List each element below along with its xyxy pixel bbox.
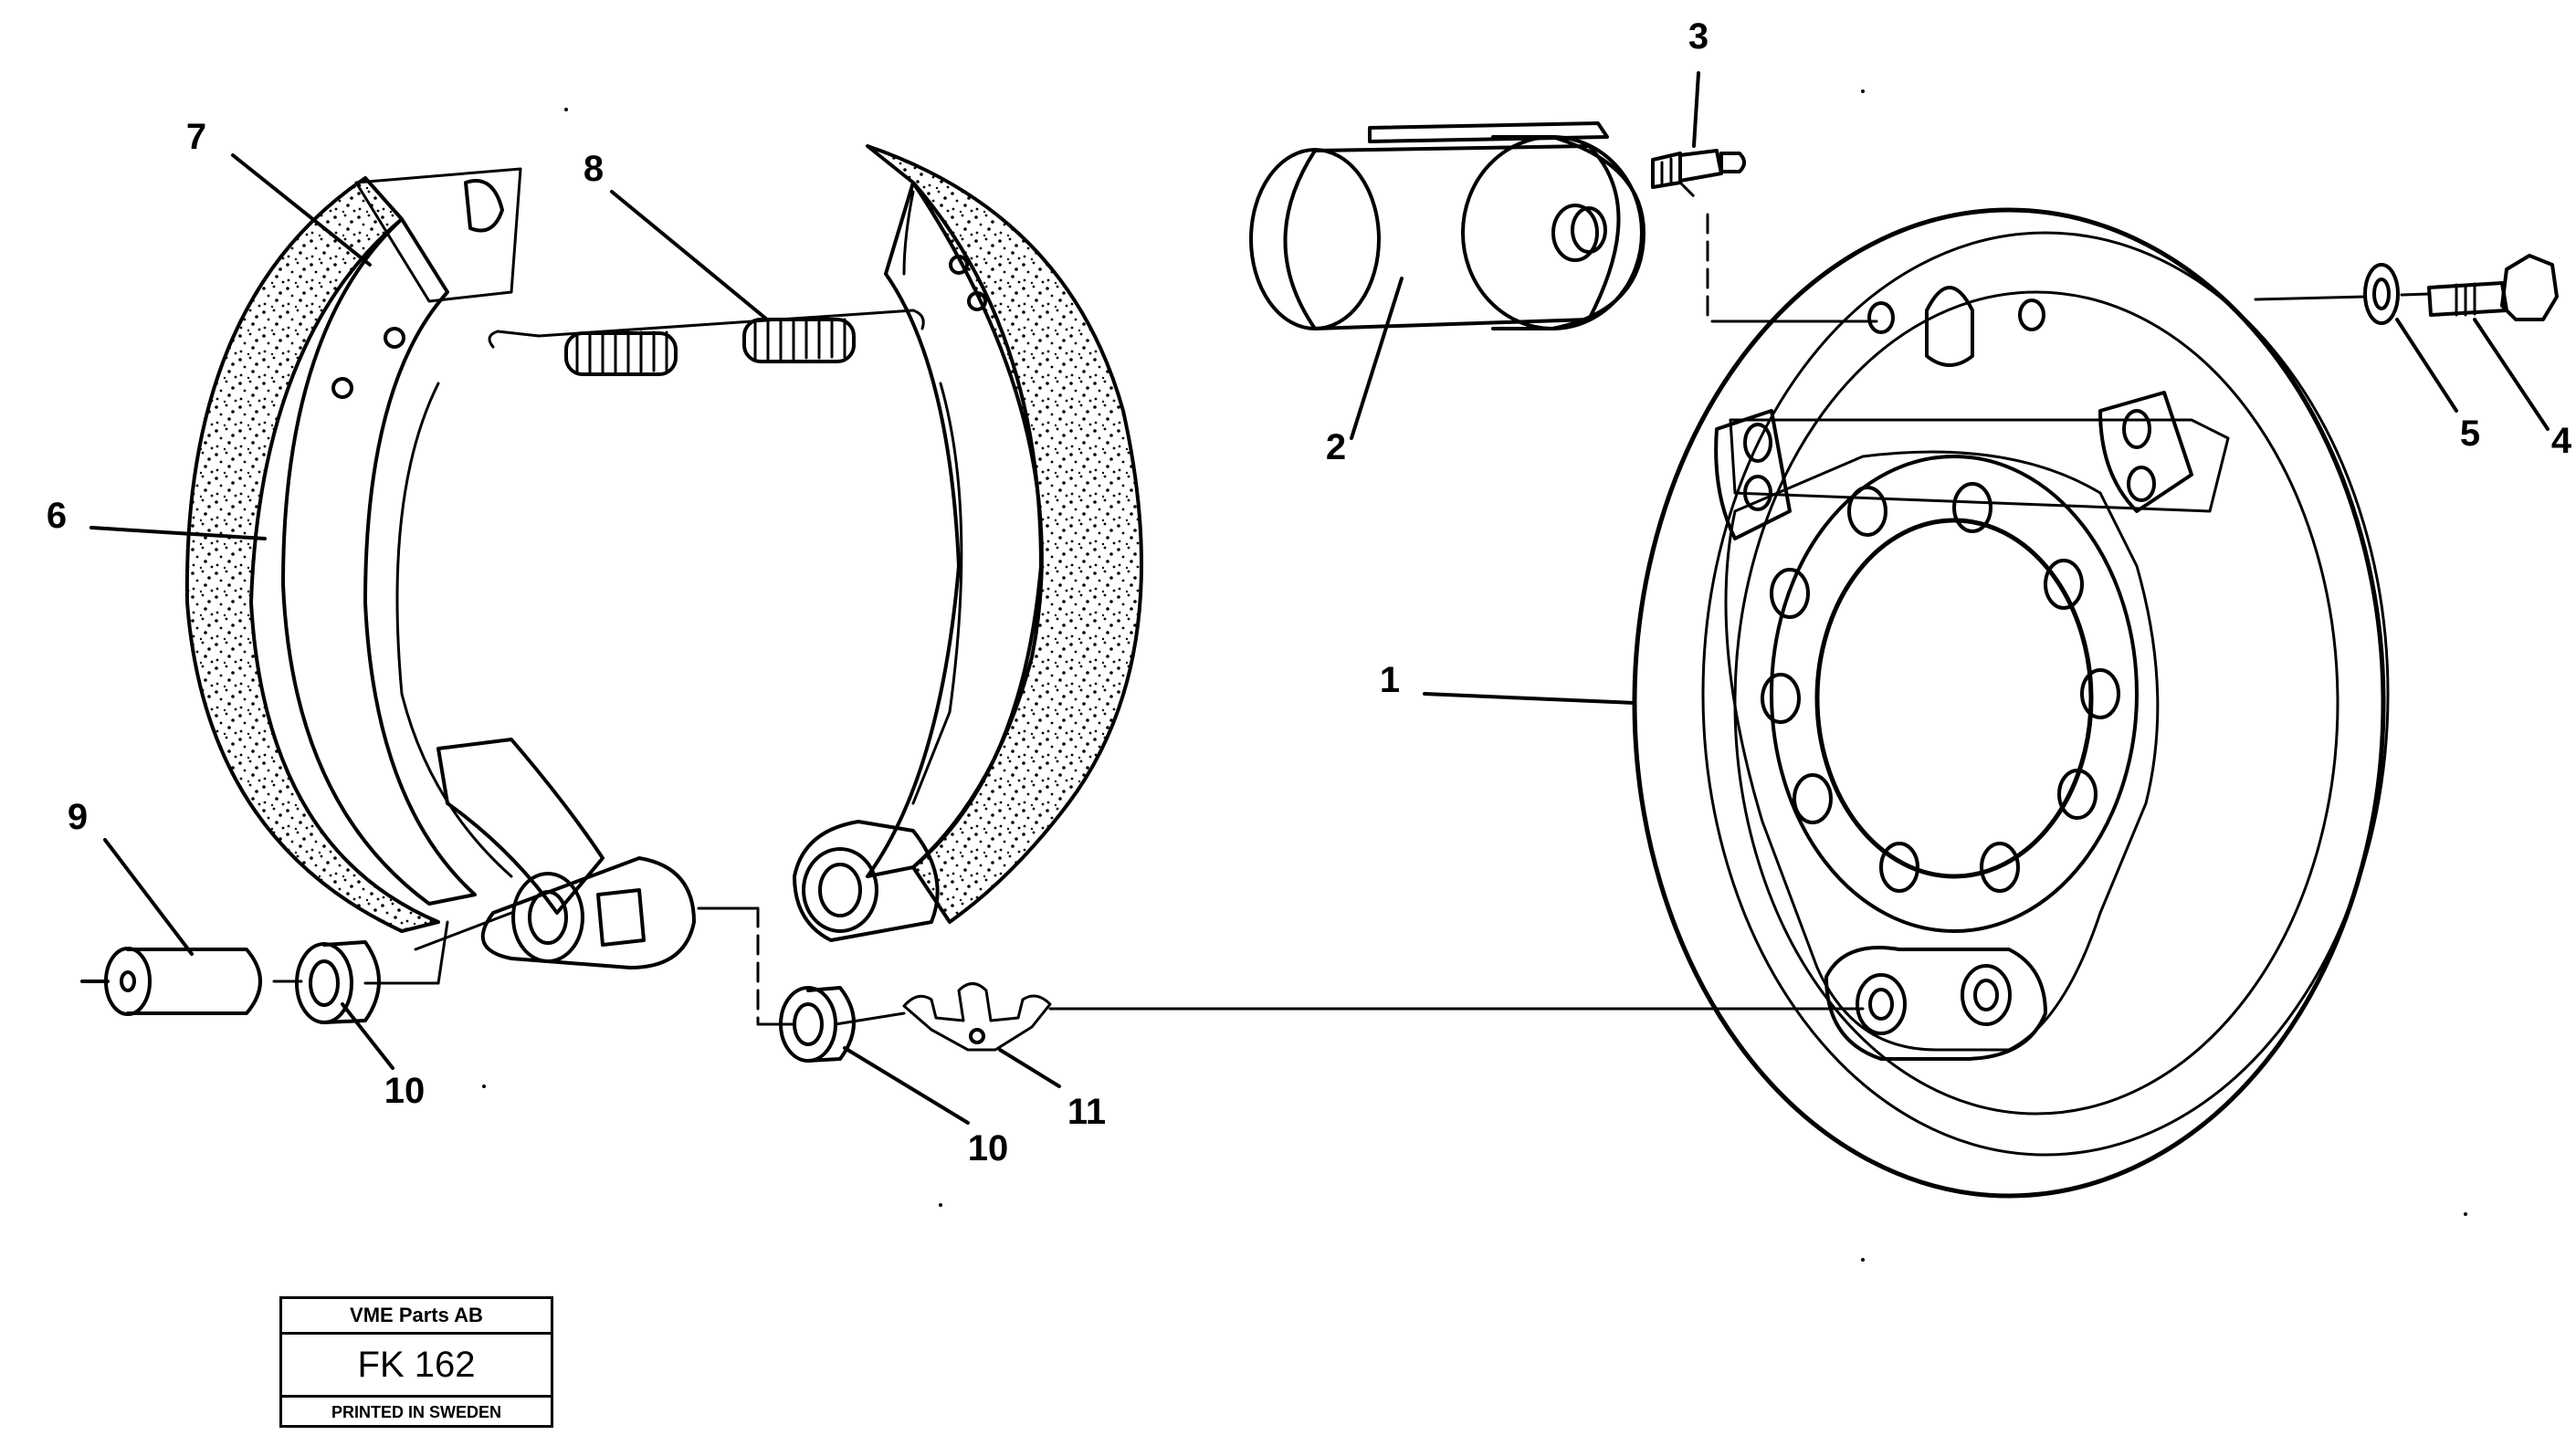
stamp-code: FK 162 bbox=[282, 1335, 551, 1398]
callout-9: 9 bbox=[67, 797, 89, 837]
wheel-cylinder bbox=[1249, 121, 1645, 330]
callout-5: 5 bbox=[2459, 414, 2481, 454]
callout-3: 3 bbox=[1688, 16, 1709, 57]
callout-10-right: 10 bbox=[967, 1128, 1009, 1168]
spring-coil-left bbox=[564, 330, 678, 376]
bushing-left bbox=[295, 940, 381, 1024]
flange-bolt-holes bbox=[1761, 482, 2120, 893]
callout-2: 2 bbox=[1325, 427, 1347, 467]
brake-shoe-left bbox=[184, 167, 522, 933]
print-specks bbox=[482, 89, 2467, 1262]
title-stamp: VME Parts AB FK 162 PRINTED IN SWEDEN bbox=[279, 1296, 553, 1428]
brake-shoe-right bbox=[793, 144, 1143, 942]
lock-plate bbox=[902, 982, 1052, 1052]
callout-4: 4 bbox=[2550, 421, 2572, 461]
stamp-printed: PRINTED IN SWEDEN bbox=[331, 1403, 501, 1421]
callout-6: 6 bbox=[46, 496, 68, 536]
return-spring bbox=[488, 309, 925, 376]
leader-lines bbox=[89, 71, 2550, 1125]
mounting-bolt bbox=[2427, 254, 2559, 321]
shoe-pivot-lower-left bbox=[436, 738, 696, 969]
bleeder-screw bbox=[1651, 149, 1746, 189]
assembly-lines bbox=[272, 181, 2431, 1026]
backing-plate bbox=[1632, 207, 2390, 1199]
callout-8: 8 bbox=[583, 149, 605, 189]
spring-washer bbox=[2363, 263, 2400, 325]
anchor-pin bbox=[80, 947, 262, 1016]
callout-10-left: 10 bbox=[384, 1071, 426, 1111]
callout-11: 11 bbox=[1067, 1092, 1107, 1132]
spring-coil-right bbox=[742, 318, 856, 363]
callout-1: 1 bbox=[1379, 660, 1401, 700]
stamp-company: VME Parts AB bbox=[282, 1299, 551, 1335]
callout-7: 7 bbox=[185, 117, 207, 157]
